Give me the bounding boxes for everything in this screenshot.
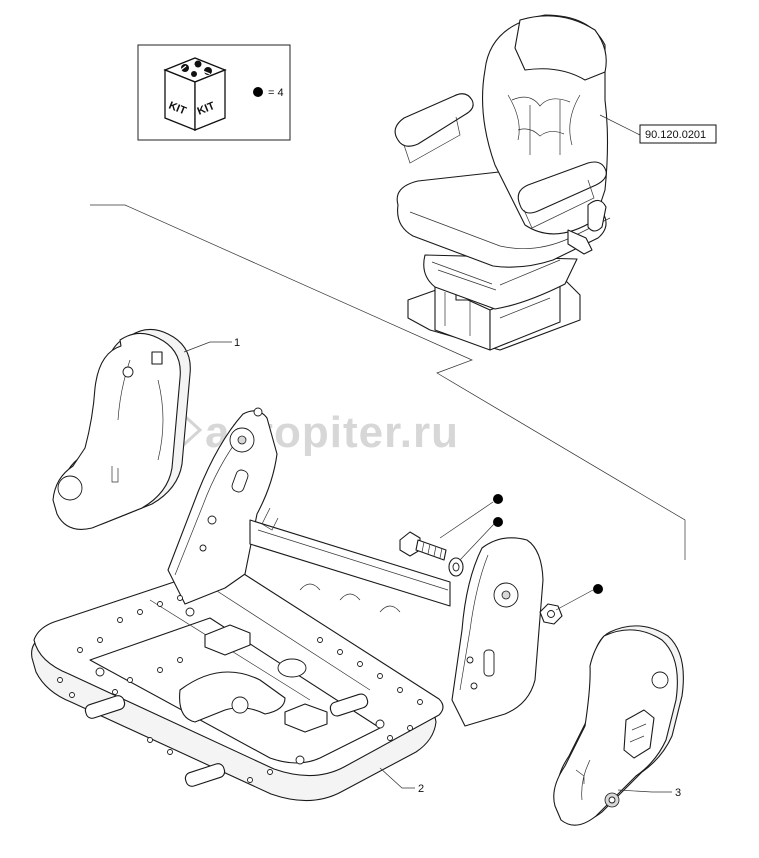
part-2-seat-frame <box>31 407 544 802</box>
part-3-right-cover <box>553 625 684 826</box>
part-1-callout: 1 <box>183 337 240 353</box>
kit-box-icon: KIT KIT <box>163 57 227 131</box>
kit-item-bullet-nut <box>593 584 603 594</box>
part-1-number: 1 <box>234 337 240 349</box>
kit-bullet-icon <box>253 87 263 97</box>
part-2-number: 2 <box>418 783 424 795</box>
part-2-callout: 2 <box>379 767 424 795</box>
kit-item-bullet-bolt <box>493 494 503 504</box>
seat-assembly-illustration <box>394 14 611 351</box>
kit-quantity: = 4 <box>268 87 284 99</box>
kit-legend: KIT KIT = 4 <box>137 44 291 141</box>
reference-callout: 90.120.0201 <box>599 114 717 144</box>
part-3-number: 3 <box>675 787 681 799</box>
part-1-left-cover <box>52 328 191 530</box>
reference-code: 90.120.0201 <box>645 129 706 141</box>
group-leader-lines <box>90 204 686 560</box>
frame-holes <box>57 595 423 783</box>
part-3-callout: 3 <box>617 787 681 799</box>
kit-item-bullet-washer <box>493 517 503 527</box>
hardware-bolt <box>399 531 447 561</box>
hardware-washer <box>448 557 464 577</box>
hardware-nut <box>539 603 563 625</box>
kit-item-leaders <box>439 494 603 611</box>
